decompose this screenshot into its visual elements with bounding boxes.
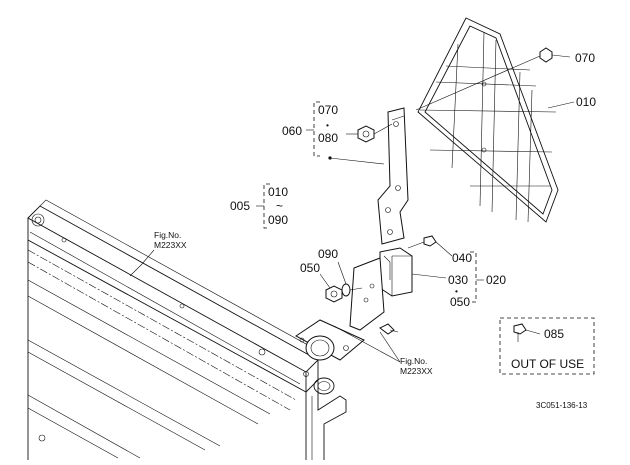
clamp-030 (379, 247, 447, 297)
out-of-use-text: OUT OF USE (511, 357, 584, 371)
label-050-group: 050 (450, 295, 470, 309)
mount-bracket (295, 257, 401, 363)
label-060: 060 (282, 124, 302, 138)
label-030: 030 (448, 273, 468, 287)
diagram-code: 3C051-136-13 (536, 401, 588, 410)
leader-010 (547, 101, 575, 109)
fig-ref-underline-1 (141, 249, 155, 265)
label-020: 020 (486, 273, 506, 287)
fig-ref-2-line2: M223XX (400, 366, 433, 376)
label-080: 080 (318, 131, 338, 145)
fig-ref-2-line1: Fig.No. (400, 356, 427, 366)
nut-washer-050-090 (319, 261, 363, 303)
fig-ref-leader-1 (129, 263, 143, 277)
label-070-bolt: 070 (575, 51, 595, 65)
label-085: 085 (544, 327, 564, 341)
label-090-range-end: 090 (268, 213, 288, 227)
fig-ref-1-line2: M223XX (154, 240, 187, 250)
label-010-range-start: 010 (268, 185, 288, 199)
label-040: 040 (452, 251, 472, 265)
label-dot-2: • (455, 286, 458, 296)
label-090: 090 (318, 247, 338, 261)
group-bracket-060 (306, 101, 320, 157)
bolt-040 (407, 235, 453, 257)
base-frame (27, 199, 347, 460)
guard-grille (417, 17, 559, 223)
group-bracket-005 (256, 183, 270, 229)
label-070-group: 070 (318, 103, 338, 117)
bracket-060 (328, 107, 409, 245)
label-range-tilde: ~ (276, 199, 283, 213)
label-005: 005 (230, 199, 250, 213)
label-010-guard: 010 (576, 95, 596, 109)
fig-ref-1-line1: Fig.No. (154, 230, 181, 240)
out-of-use-box (499, 317, 595, 375)
label-dot-1: • (326, 120, 329, 130)
nut-070-080 (346, 123, 393, 143)
bolt-070 (415, 47, 571, 111)
label-050: 050 (300, 261, 320, 275)
group-bracket-020 (470, 251, 484, 303)
